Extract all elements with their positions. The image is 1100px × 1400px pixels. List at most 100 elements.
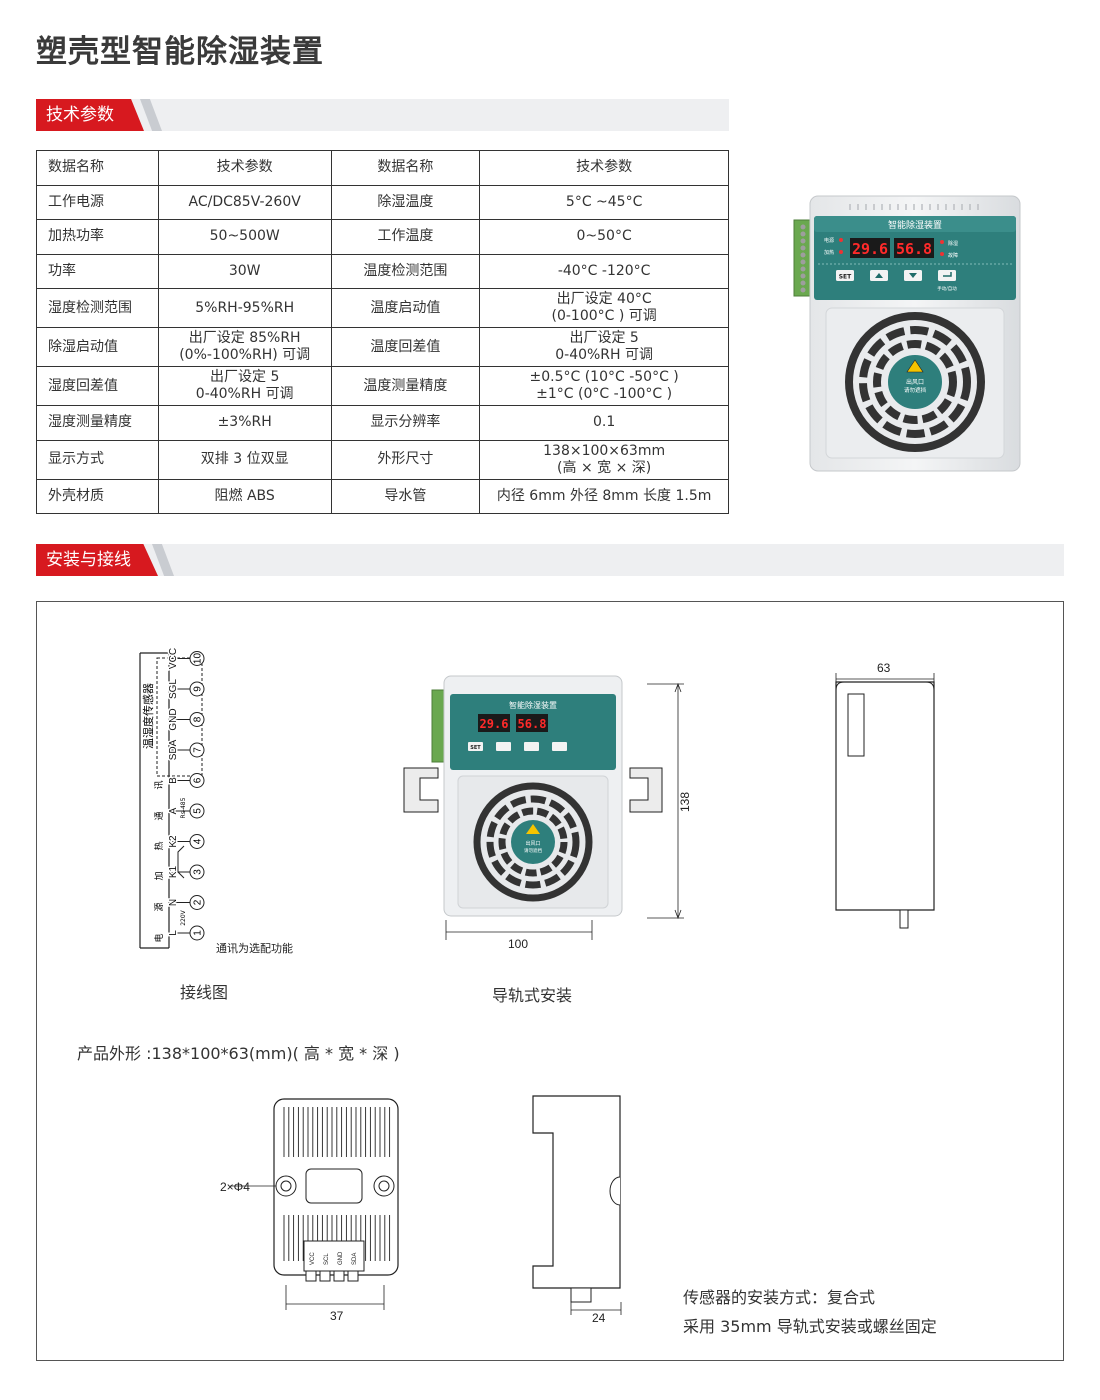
spec-cell: 0~50°C [479, 219, 729, 255]
spec-cell: 双排 3 位双显 [157, 439, 332, 480]
wiring-group-label: 220V [180, 909, 187, 925]
svg-text:K2: K2 [168, 835, 179, 848]
spec-cell: 工作温度 [330, 219, 481, 255]
wiring-side-label: 热 [153, 841, 165, 850]
svg-text:出风口: 出风口 [906, 378, 924, 386]
spec-cell: 数据名称 [330, 150, 481, 186]
spec-cell: 数据名称 [36, 150, 159, 186]
sensor-side-drawing [532, 1095, 622, 1315]
wiring-side-label: 加 [154, 871, 165, 880]
wiring-side-label: 讯 [154, 780, 165, 789]
sensor-width-label: 37 [330, 1309, 344, 1323]
terminal-number: 2 [193, 899, 204, 905]
svg-text:智能除湿装置: 智能除湿装置 [888, 219, 942, 231]
svg-text:56.8: 56.8 [518, 717, 547, 731]
spec-cell: 外壳材质 [36, 478, 159, 514]
terminal-pin-label: SDA [168, 739, 179, 760]
svg-text:手动/自动: 手动/自动 [937, 285, 957, 292]
section-bar-spec: 技术参数 [36, 99, 729, 131]
spec-cell: AC/DC85V-260V [157, 184, 332, 220]
svg-text:A: A [168, 807, 179, 814]
spec-cell: 138×100×63mm(高 × 宽 × 深) [479, 439, 729, 480]
spec-cell: 加热功率 [36, 219, 159, 255]
terminal-pin-label: B [168, 777, 179, 784]
spec-cell: ±0.5°C (10°C -50°C )±1°C (0°C -100°C ) [479, 366, 729, 406]
svg-text:K1: K1 [168, 865, 179, 878]
spec-cell: 湿度测量精度 [36, 405, 159, 441]
rail-mount-drawing: 智能除湿装置 29.6 56.8 SET 出风口 请勿遮挡 [403, 675, 684, 940]
svg-text:请勿遮挡: 请勿遮挡 [524, 847, 542, 854]
spec-cell: 显示分辨率 [330, 405, 481, 441]
device-photo: 智能除湿装置 29.6 56.8 电源 加热 除湿 故障 SET 手动/自动 出… [793, 195, 1021, 472]
spec-cell: 内径 6mm 外径 8mm 长度 1.5m [479, 478, 729, 514]
rail-height-label: 138 [678, 791, 693, 813]
section-title-install: 安装与接线 [36, 544, 158, 576]
terminal-pin-label: N [168, 899, 179, 906]
spec-cell: 出厂设定 85%RH(0%-100%RH) 可调 [157, 327, 332, 367]
spec-cell: 显示方式 [36, 439, 159, 480]
svg-text:故障: 故障 [948, 252, 958, 259]
sensor-pin-label: VCC [310, 1252, 316, 1265]
terminal-pin-label: L [168, 930, 179, 936]
sensor-pin-label: SCL [324, 1253, 330, 1265]
svg-text:SDA: SDA [168, 739, 179, 760]
wiring-side-label: 电 [153, 933, 165, 942]
spec-cell: 50~500W [157, 219, 332, 255]
terminal-pin-label: K1 [168, 865, 179, 878]
terminal-number: 3 [193, 869, 204, 875]
spec-cell: 导水管 [330, 478, 481, 514]
svg-text:56.8: 56.8 [896, 240, 932, 258]
svg-text:29.6: 29.6 [852, 240, 888, 258]
terminal-pin-label: VCC [168, 648, 179, 669]
sensor-install-line1: 传感器的安装方式：复合式 [683, 1288, 876, 1307]
rail-caption: 导轨式安装 [492, 986, 573, 1005]
product-shape-text: 产品外形 :138*100*63(mm)( 高 * 宽 * 深 ) [77, 1044, 400, 1063]
spec-cell: 温度测量精度 [330, 366, 481, 406]
svg-text:N: N [168, 899, 179, 906]
svg-text:B: B [168, 777, 179, 784]
svg-text:智能除湿装置: 智能除湿装置 [509, 700, 557, 710]
spec-cell: 外形尺寸 [330, 439, 481, 480]
terminal-number: 10 [193, 653, 204, 665]
spec-cell: 湿度回差值 [36, 366, 159, 406]
svg-text:请勿遮挡: 请勿遮挡 [904, 386, 927, 394]
spec-cell: 阻燃 ABS [157, 478, 332, 514]
sensor-pin-label: GND [338, 1251, 344, 1265]
terminal-pin-label: A [168, 807, 179, 814]
spec-table-row: 除湿启动值出厂设定 85%RH(0%-100%RH) 可调温度回差值出厂设定 5… [36, 327, 729, 367]
terminal-number: 7 [193, 747, 204, 753]
spec-cell: 湿度检测范围 [36, 288, 159, 328]
spec-cell: 温度启动值 [330, 288, 481, 328]
sensor-install-line2: 采用 35mm 导轨式安装或螺丝固定 [683, 1317, 937, 1336]
spec-cell: 除湿启动值 [36, 327, 159, 367]
sensor-hole-label: 2×Φ4 [220, 1180, 250, 1194]
svg-text:SGL: SGL [168, 679, 179, 699]
wiring-side-label: 通 [154, 811, 165, 820]
section-bar-accent [140, 99, 162, 131]
spec-cell: 温度检测范围 [330, 253, 481, 289]
spec-cell: -40°C -120°C [479, 253, 729, 289]
svg-text:GND: GND [168, 708, 179, 730]
wiring-caption: 接线图 [180, 983, 229, 1002]
sensor-depth-label: 24 [592, 1311, 606, 1325]
wiring-diagram: 1LL2NN3K1K14K2K25AA6BB7SDASDA8GNDGND9SGL… [139, 646, 205, 949]
wiring-side-label: 源 [154, 902, 165, 911]
svg-text:29.6: 29.6 [480, 717, 509, 731]
terminal-number: 5 [193, 808, 204, 814]
wiring-group-label: 温湿度传感器 [141, 683, 155, 749]
spec-cell: 功率 [36, 253, 159, 289]
side-view-drawing [835, 673, 935, 929]
terminal-number: 4 [193, 838, 204, 844]
svg-text:电源: 电源 [824, 237, 834, 244]
spec-cell: 0.1 [479, 405, 729, 441]
svg-text:出风口: 出风口 [525, 840, 540, 847]
spec-cell: 温度回差值 [330, 327, 481, 367]
rail-width-label: 100 [508, 937, 529, 951]
